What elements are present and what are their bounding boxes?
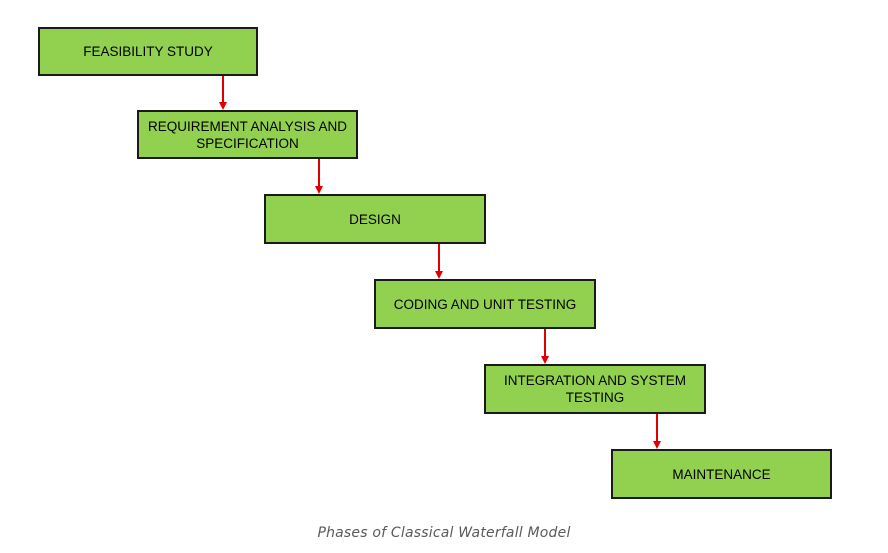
arrow-coding-to-integration	[541, 329, 549, 364]
figure-caption: Phases of Classical Waterfall Model	[317, 525, 571, 541]
phase-label: MAINTENANCE	[672, 466, 771, 482]
arrow-feasibility-to-requirement	[219, 76, 227, 110]
arrow-design-to-coding	[435, 244, 443, 279]
arrow-integration-to-maintenance	[653, 414, 661, 449]
phase-integration-system-testing: INTEGRATION AND SYSTEM TESTING	[484, 364, 706, 414]
phase-label: INTEGRATION AND SYSTEM TESTING	[503, 373, 687, 405]
phase-requirement-analysis: REQUIREMENT ANALYSIS AND SPECIFICATION	[137, 110, 358, 159]
phase-label: DESIGN	[349, 211, 401, 227]
phase-coding-unit-testing: CODING AND UNIT TESTING	[374, 279, 596, 329]
phase-feasibility-study: FEASIBILITY STUDY	[38, 27, 258, 76]
phase-label: REQUIREMENT ANALYSIS AND SPECIFICATION	[147, 118, 348, 151]
phase-label: FEASIBILITY STUDY	[83, 44, 213, 59]
phase-design: DESIGN	[264, 194, 486, 244]
phase-maintenance: MAINTENANCE	[611, 449, 832, 499]
phase-label: CODING AND UNIT TESTING	[393, 296, 577, 312]
arrow-requirement-to-design	[315, 159, 323, 194]
